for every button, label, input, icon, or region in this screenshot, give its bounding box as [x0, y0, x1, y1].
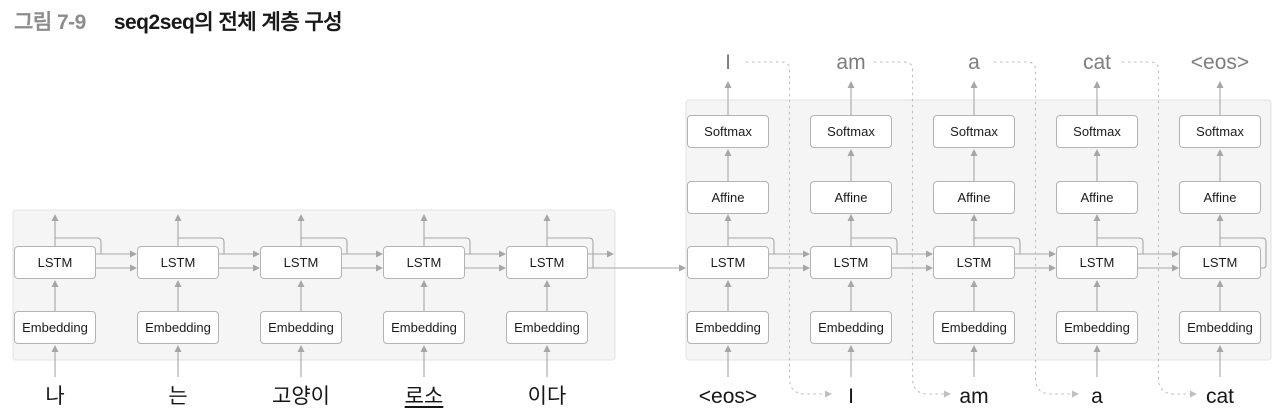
- decoder-arrows: [724, 81, 1267, 377]
- encoder-embedding-box-4: Embedding: [383, 311, 465, 344]
- encoder-lstm-box-4: LSTM: [383, 246, 465, 279]
- decoder-output-word-3: a: [968, 51, 980, 74]
- encoder-input-word-3: 고양이: [272, 385, 330, 408]
- encoder-arrows: [51, 214, 686, 377]
- decoder-softmax-box-1: Softmax: [687, 115, 769, 148]
- figure-title: 그림 7-9 seq2seq의 전체 계층 구성: [14, 6, 343, 36]
- encoder-embedding-box-3: Embedding: [260, 311, 342, 344]
- decoder-lstm-box-5: LSTM: [1179, 246, 1261, 279]
- decoder-embedding-box-4: Embedding: [1056, 311, 1138, 344]
- encoder-embedding-box-1: Embedding: [14, 311, 96, 344]
- decoder-affine-box-3: Affine: [933, 181, 1015, 214]
- decoder-embedding-box-1: Embedding: [687, 311, 769, 344]
- decoder-softmax-box-2: Softmax: [810, 115, 892, 148]
- encoder-input-word-5: 이다: [527, 385, 567, 408]
- decoder-embedding-box-5: Embedding: [1179, 311, 1261, 344]
- decoder-affine-box-4: Affine: [1056, 181, 1138, 214]
- decoder-output-word-2: am: [836, 51, 866, 74]
- encoder-embedding-box-5: Embedding: [506, 311, 588, 344]
- encoder-lstm-box-5: LSTM: [506, 246, 588, 279]
- decoder-panel: [685, 99, 1272, 361]
- decoder-input-word-4: a: [1091, 385, 1103, 408]
- decoder-affine-box-5: Affine: [1179, 181, 1261, 214]
- feedback-connectors: [746, 61, 1197, 398]
- encoder-lstm-box-3: LSTM: [260, 246, 342, 279]
- figure-title-text: seq2seq의 전체 계층 구성: [113, 11, 343, 34]
- encoder-input-word-4: 로소: [404, 385, 444, 408]
- encoder-input-word-1: 나: [45, 385, 65, 408]
- decoder-lstm-box-3: LSTM: [933, 246, 1015, 279]
- decoder-output-word-1: I: [725, 51, 731, 74]
- decoder-embedding-box-3: Embedding: [933, 311, 1015, 344]
- decoder-input-word-2: I: [848, 385, 854, 408]
- decoder-affine-box-1: Affine: [687, 181, 769, 214]
- decoder-input-word-5: cat: [1205, 385, 1234, 408]
- decoder-input-word-1: <eos>: [698, 385, 758, 408]
- encoder-input-word-2: 는: [168, 385, 188, 408]
- decoder-softmax-box-3: Softmax: [933, 115, 1015, 148]
- encoder-embedding-box-2: Embedding: [137, 311, 219, 344]
- decoder-lstm-box-2: LSTM: [810, 246, 892, 279]
- decoder-input-word-3: am: [959, 385, 989, 408]
- decoder-softmax-box-4: Softmax: [1056, 115, 1138, 148]
- decoder-lstm-box-1: LSTM: [687, 246, 769, 279]
- encoder-lstm-box-2: LSTM: [137, 246, 219, 279]
- decoder-softmax-box-5: Softmax: [1179, 115, 1261, 148]
- decoder-output-word-4: cat: [1082, 51, 1111, 74]
- decoder-output-word-5: <eos>: [1190, 51, 1250, 74]
- figure-number: 그림 7-9: [14, 11, 86, 34]
- decoder-lstm-box-4: LSTM: [1056, 246, 1138, 279]
- decoder-embedding-box-2: Embedding: [810, 311, 892, 344]
- decoder-affine-box-2: Affine: [810, 181, 892, 214]
- encoder-lstm-box-1: LSTM: [14, 246, 96, 279]
